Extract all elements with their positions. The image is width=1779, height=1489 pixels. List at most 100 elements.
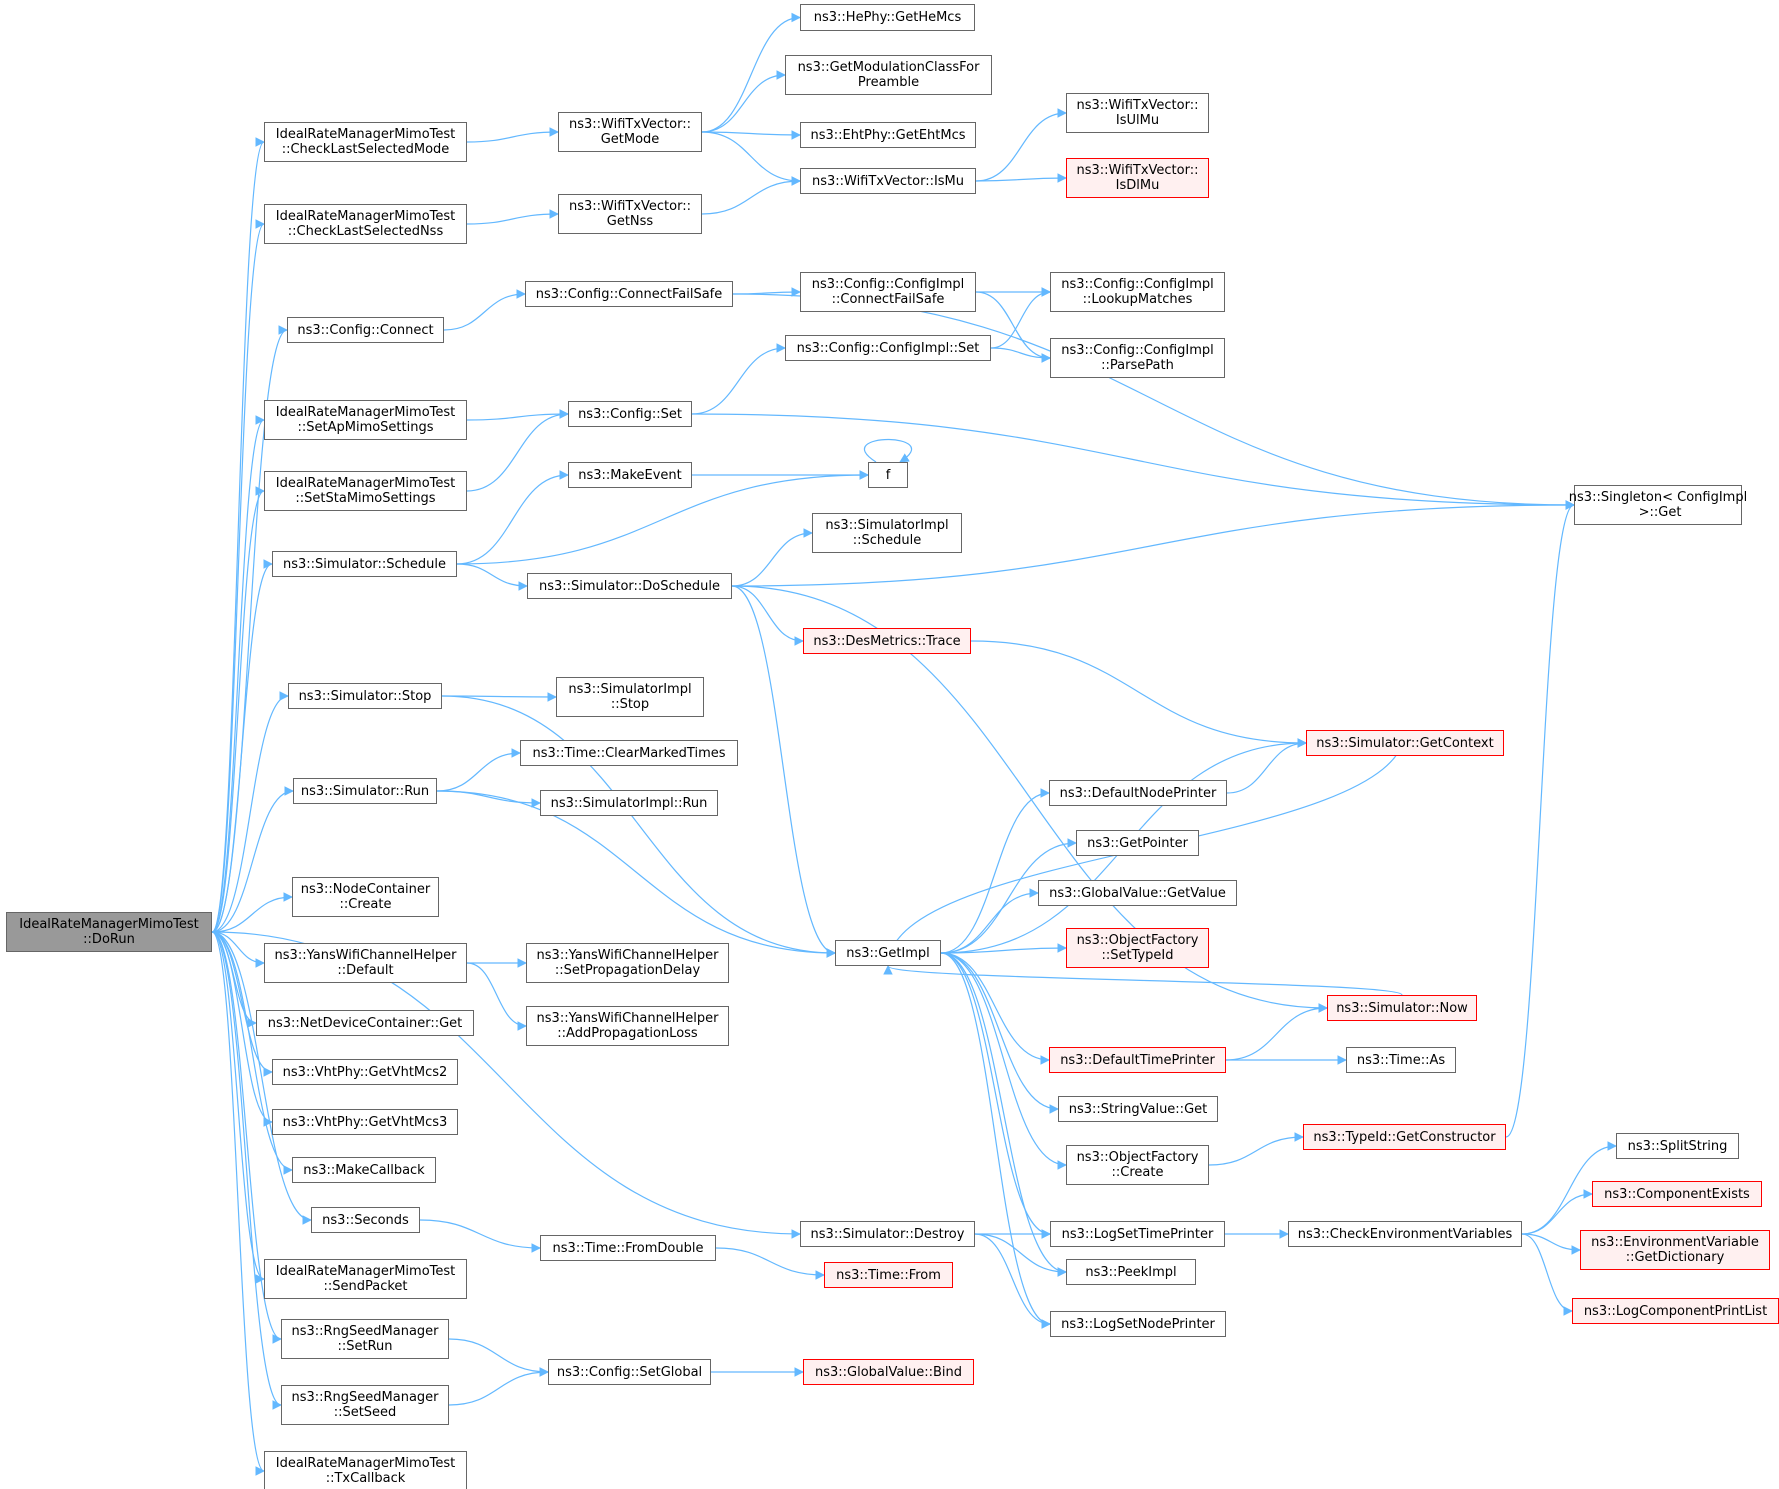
graph-node-n45[interactable]: IdealRateManagerMimoTest::SendPacket [264, 1259, 467, 1299]
graph-node-n19[interactable]: ns3::Config::ConfigImpl::Set [785, 335, 991, 361]
graph-node-n52[interactable]: ns3::DefaultNodePrinter [1049, 780, 1227, 806]
graph-node-n21[interactable]: ns3::Simulator::Schedule [272, 551, 457, 577]
graph-node-n41[interactable]: ns3::MakeCallback [292, 1157, 436, 1183]
node-label: ns3::NodeContainer [300, 882, 431, 897]
edge-n60-n16 [1505, 500, 1575, 1138]
node-label: ns3::ComponentExists [1604, 1186, 1750, 1202]
graph-node-n15[interactable]: ns3::Config::ConfigImpl::ParsePath [1050, 338, 1225, 378]
edge-n0-n49 [211, 931, 282, 1410]
graph-node-n69[interactable]: ns3::LogComponentPrintList [1572, 1298, 1779, 1324]
graph-node-n57[interactable]: ns3::Time::As [1346, 1047, 1456, 1073]
graph-node-n12[interactable]: ns3::Config::ConnectFailSafe [525, 281, 733, 307]
graph-node-n54[interactable]: ns3::GlobalValue::GetValue [1038, 880, 1237, 906]
graph-node-n20[interactable]: IdealRateManagerMimoTest::SetStaMimoSett… [264, 471, 467, 511]
graph-node-n68[interactable]: ns3::EnvironmentVariable::GetDictionary [1580, 1230, 1770, 1270]
edge-n27-n56 [940, 952, 1050, 1065]
graph-node-n56[interactable]: ns3::DefaultTimePrinter [1049, 1047, 1226, 1073]
node-label: ns3::Simulator::Destroy [810, 1226, 965, 1242]
node-label: ::CheckLastSelectedNss [287, 224, 444, 239]
graph-node-n17[interactable]: IdealRateManagerMimoTest::SetApMimoSetti… [264, 400, 467, 440]
graph-node-n9[interactable]: IdealRateManagerMimoTest::CheckLastSelec… [264, 204, 467, 244]
node-label: Preamble [857, 75, 920, 90]
graph-node-n36[interactable]: ns3::YansWifiChannelHelper::SetPropagati… [526, 943, 729, 983]
graph-node-n60[interactable]: ns3::TypeId::GetConstructor [1303, 1124, 1506, 1150]
edge-n6-n7 [975, 108, 1067, 182]
graph-node-n23[interactable]: f [868, 462, 908, 488]
graph-node-n32[interactable]: ns3::Time::ClearMarkedTimes [520, 740, 738, 766]
graph-node-n25[interactable]: ns3::SimulatorImpl::Schedule [812, 513, 962, 553]
graph-node-n22[interactable]: ns3::MakeEvent [568, 462, 692, 488]
graph-node-n46[interactable]: ns3::RngSeedManager::SetRun [281, 1319, 449, 1359]
graph-node-n64[interactable]: ns3::LogSetNodePrinter [1050, 1311, 1226, 1337]
edge-n52-n51 [1226, 738, 1307, 794]
edge-n2-n4 [701, 70, 786, 133]
graph-node-n8[interactable]: ns3::WifiTxVector::IsDlMu [1066, 158, 1209, 198]
edge-n19-n15 [990, 347, 1051, 363]
graph-node-n2[interactable]: ns3::WifiTxVector::GetMode [558, 112, 702, 152]
node-label: ::Schedule [852, 533, 922, 548]
graph-node-n27[interactable]: ns3::GetImpl [835, 940, 941, 966]
graph-node-n28[interactable]: ns3::Simulator::Now [1327, 995, 1477, 1021]
graph-node-n24[interactable]: ns3::Simulator::DoSchedule [527, 573, 732, 599]
graph-node-n6[interactable]: ns3::WifiTxVector::IsMu [800, 168, 976, 194]
node-label: ns3::VhtPhy::GetVhtMcs3 [282, 1114, 448, 1130]
graph-node-n44[interactable]: ns3::Time::From [824, 1262, 953, 1288]
graph-node-n7[interactable]: ns3::WifiTxVector::IsUlMu [1066, 93, 1209, 133]
graph-node-n61[interactable]: ns3::Simulator::Destroy [800, 1221, 975, 1247]
graph-node-n65[interactable]: ns3::CheckEnvironmentVariables [1288, 1221, 1522, 1247]
graph-node-n43[interactable]: ns3::Time::FromDouble [540, 1235, 716, 1261]
graph-node-n1[interactable]: IdealRateManagerMimoTest::CheckLastSelec… [264, 122, 467, 162]
graph-node-n37[interactable]: ns3::YansWifiChannelHelper::AddPropagati… [526, 1006, 729, 1046]
graph-node-n55[interactable]: ns3::ObjectFactory::SetTypeId [1066, 928, 1209, 968]
graph-node-n50[interactable]: IdealRateManagerMimoTest::TxCallback [264, 1451, 467, 1489]
graph-node-n47[interactable]: ns3::Config::SetGlobal [548, 1359, 711, 1385]
graph-node-n10[interactable]: ns3::WifiTxVector::GetNss [558, 194, 702, 234]
graph-node-n14[interactable]: ns3::Config::ConfigImpl::LookupMatches [1050, 272, 1225, 312]
graph-node-n26[interactable]: ns3::DesMetrics::Trace [803, 628, 971, 654]
node-label: ns3::Simulator::Stop [298, 688, 432, 704]
edge-n59-n60 [1208, 1132, 1304, 1166]
graph-node-n63[interactable]: ns3::PeekImpl [1066, 1259, 1196, 1285]
graph-node-n29[interactable]: ns3::Simulator::Stop [288, 683, 442, 709]
graph-node-n42[interactable]: ns3::Seconds [311, 1207, 420, 1233]
graph-node-n51[interactable]: ns3::Simulator::GetContext [1306, 730, 1504, 756]
graph-node-n67[interactable]: ns3::ComponentExists [1592, 1181, 1762, 1207]
graph-node-n53[interactable]: ns3::GetPointer [1076, 830, 1199, 856]
graph-node-n5[interactable]: ns3::EhtPhy::GetEhtMcs [800, 122, 976, 148]
graph-node-n31[interactable]: ns3::Simulator::Run [293, 778, 437, 804]
node-label: ::AddPropagationLoss [557, 1026, 698, 1041]
graph-node-n39[interactable]: ns3::VhtPhy::GetVhtMcs2 [272, 1059, 458, 1085]
graph-node-n33[interactable]: ns3::SimulatorImpl::Run [540, 790, 718, 816]
graph-node-n66[interactable]: ns3::SplitString [1616, 1133, 1739, 1159]
node-label: ns3::WifiTxVector:: [568, 199, 691, 214]
edge-n2-n3 [701, 12, 801, 133]
edge-n0-n46 [211, 931, 282, 1344]
graph-node-n48[interactable]: ns3::GlobalValue::Bind [803, 1359, 974, 1385]
node-label: ns3::GetImpl [846, 945, 930, 961]
graph-node-n40[interactable]: ns3::VhtPhy::GetVhtMcs3 [272, 1109, 458, 1135]
graph-node-n59[interactable]: ns3::ObjectFactory::Create [1066, 1145, 1209, 1185]
graph-node-n16[interactable]: ns3::Singleton< ConfigImpl >::Get [1569, 485, 1747, 525]
node-label: ::SetApMimoSettings [297, 420, 434, 435]
graph-node-n0[interactable]: IdealRateManagerMimoTest::DoRun [6, 912, 212, 952]
graph-node-n62[interactable]: ns3::LogSetTimePrinter [1050, 1221, 1225, 1247]
edge-n0-n21 [211, 559, 273, 933]
edge-n6-n8 [975, 173, 1067, 183]
graph-node-n49[interactable]: ns3::RngSeedManager::SetSeed [281, 1385, 449, 1425]
graph-node-n58[interactable]: ns3::StringValue::Get [1058, 1096, 1218, 1122]
graph-node-n11[interactable]: ns3::Config::Connect [287, 317, 444, 343]
node-label: ns3::RngSeedManager [291, 1324, 439, 1339]
graph-node-n34[interactable]: ns3::NodeContainer::Create [292, 877, 439, 917]
node-label: ::SetStaMimoSettings [295, 491, 436, 506]
node-label: ns3::Config::SetGlobal [556, 1364, 703, 1380]
graph-node-n18[interactable]: ns3::Config::Set [568, 401, 692, 427]
graph-node-n35[interactable]: ns3::YansWifiChannelHelper::Default [264, 943, 467, 983]
graph-node-n38[interactable]: ns3::NetDeviceContainer::Get [256, 1010, 474, 1036]
graph-node-n3[interactable]: ns3::HePhy::GetHeMcs [800, 4, 975, 31]
graph-node-n30[interactable]: ns3::SimulatorImpl::Stop [556, 677, 704, 717]
edge-n24-n28 [731, 585, 1328, 1013]
graph-node-n13[interactable]: ns3::Config::ConfigImpl::ConnectFailSafe [800, 272, 976, 312]
